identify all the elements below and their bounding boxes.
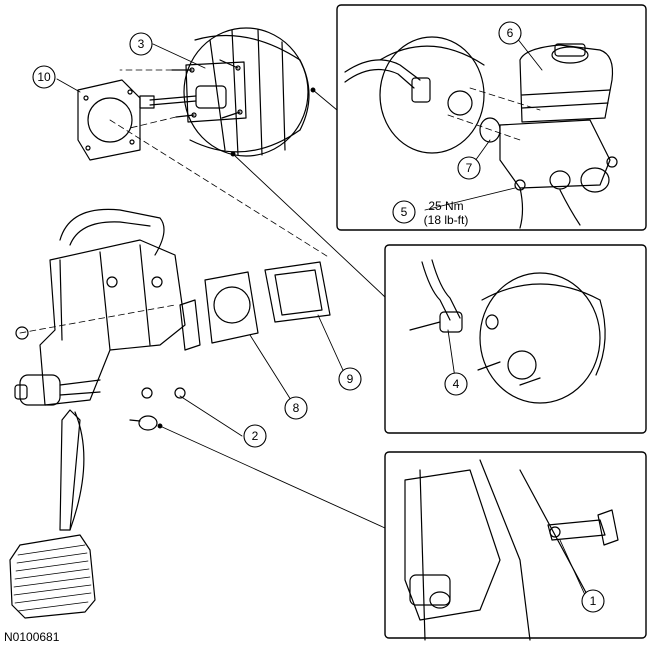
callout-number-9: 9	[347, 372, 354, 386]
callout-number-1: 1	[590, 594, 597, 608]
callout-circle-9	[338, 367, 362, 391]
detail-frame-pedal-switch	[384, 451, 647, 639]
vacuum-sensor-detail	[409, 259, 606, 404]
callout-number-4: 4	[453, 377, 460, 391]
callout-circle-7	[457, 156, 481, 180]
callout-number-6: 6	[507, 26, 514, 40]
brake-booster	[139, 27, 310, 157]
callout-circle-10	[32, 65, 56, 89]
callout-leaders	[56, 32, 591, 607]
detail-frame-vacuum-sensor	[384, 244, 647, 434]
alignment-lines	[19, 69, 331, 334]
detail-leader-lines	[157, 87, 386, 529]
callout-number-8: 8	[293, 401, 300, 415]
torque-spec-metric: 25 Nm	[428, 199, 463, 213]
callout-circle-2	[243, 424, 267, 448]
callout-number-7: 7	[466, 161, 473, 175]
callout-number-3: 3	[138, 37, 145, 51]
master-cylinder-detail	[344, 36, 618, 229]
callout-circle-8	[284, 396, 308, 420]
callout-circle-5	[392, 200, 416, 224]
pedal-assembly	[9, 208, 331, 619]
detail-frame-master-cylinder	[336, 4, 647, 231]
callout-circle-3	[129, 32, 153, 56]
callout-number-10: 10	[37, 70, 51, 84]
callout-circle-4	[444, 372, 468, 396]
callout-circle-6	[498, 21, 522, 45]
callout-number-2: 2	[252, 429, 259, 443]
callout-number-5: 5	[401, 205, 408, 219]
torque-spec-imperial: (18 lb-ft)	[424, 213, 469, 227]
figure-id: N0100681	[4, 630, 60, 644]
callout-circle-1	[581, 589, 605, 613]
callout-circles	[32, 21, 605, 613]
stoplamp-switch-detail	[404, 459, 619, 641]
mc-alignment-lines	[447, 87, 541, 141]
booster-gasket	[77, 79, 141, 161]
